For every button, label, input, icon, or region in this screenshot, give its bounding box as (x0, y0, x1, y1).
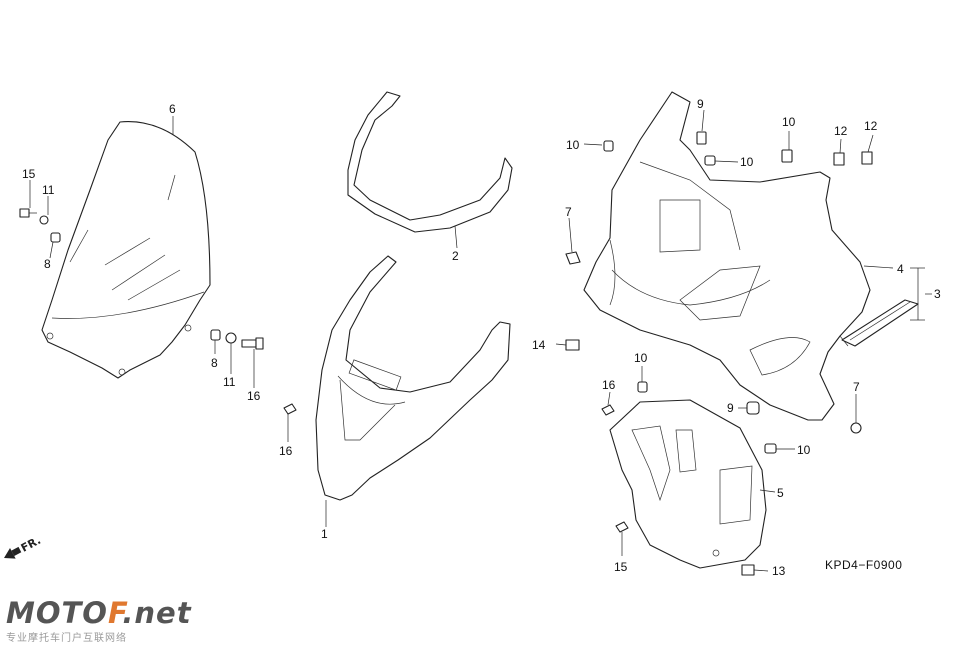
callout-13: 13 (772, 564, 786, 578)
callout-14: 14 (532, 338, 546, 352)
windscreen-part (41, 121, 211, 379)
leader-lines (29, 109, 932, 572)
callout-5: 5 (777, 486, 784, 500)
callout-10: 10 (740, 155, 754, 169)
clip-10-a (603, 140, 614, 152)
watermark-brand-main: MOTO (6, 596, 108, 630)
callout-16: 15 (614, 560, 628, 574)
watermark-brand-suffix: .net (122, 596, 192, 630)
callout-10: 10 (797, 443, 811, 457)
fr-label: FR. (19, 534, 43, 555)
front-cowl-part (315, 255, 511, 501)
callout-labels: 6 15 11 8 8 11 16 2 1 16 10 9 10 10 12 1… (22, 97, 941, 578)
callout-10: 10 (782, 115, 796, 129)
stay-bracket-part (347, 91, 513, 233)
front-fairing-part (583, 91, 871, 421)
callout-2: 2 (452, 249, 459, 263)
callout-7: 7 (565, 205, 572, 219)
callout-12: 12 (834, 124, 848, 138)
bolt-7-left (565, 251, 581, 265)
callout-9: 9 (727, 401, 734, 415)
bolt-14 (565, 339, 580, 351)
screw-16-b (615, 521, 629, 533)
callout-15: 16 (247, 389, 261, 403)
washer-11-left (39, 215, 49, 225)
washer-11-right (225, 332, 237, 344)
bolt-15-left (19, 208, 37, 218)
screw-16-a (601, 404, 615, 416)
front-direction-marker: FR. (4, 534, 43, 559)
callout-7: 7 (853, 380, 860, 394)
bolt-7-right (850, 422, 862, 434)
grommet-9 (746, 401, 760, 415)
diagram-code: KPD4−F0900 (825, 558, 902, 572)
callout-6: 6 (169, 102, 176, 116)
callout-8: 8 (211, 356, 218, 370)
clip-10-d (781, 149, 793, 163)
callout-8: 8 (44, 257, 51, 271)
nut-12-b (861, 151, 873, 165)
callout-11: 11 (42, 183, 55, 197)
grommet-8-left (50, 232, 61, 243)
callout-11: 11 (223, 375, 236, 389)
callout-10: 10 (634, 351, 648, 365)
clip-10-c (704, 155, 716, 166)
callout-15: 15 (22, 167, 36, 181)
clip-10-e (637, 381, 648, 393)
callout-4: 4 (897, 262, 904, 276)
callout-10: 10 (566, 138, 580, 152)
bolt-15-right (241, 337, 264, 350)
callout-10: 9 (697, 97, 704, 111)
watermark-tagline: 专业摩托车门户互联网络 (6, 633, 127, 644)
clip-10-f (764, 443, 777, 454)
grommet-8-right (210, 329, 221, 341)
screw-16-mid (283, 403, 297, 415)
callout-12: 12 (864, 119, 878, 133)
clip-10-b (696, 131, 707, 145)
callout-16: 16 (602, 378, 616, 392)
watermark: MOTOF.net 专业摩托车门户互联网络 (6, 598, 192, 644)
nut-12-a (833, 152, 845, 166)
inner-cover-part (609, 399, 767, 569)
watermark-brand-accent: F (107, 596, 123, 630)
callout-16: 16 (279, 444, 293, 458)
fastener-13 (741, 564, 755, 576)
watermark-brand: MOTOF.net (6, 598, 192, 628)
callout-3: 3 (934, 287, 941, 301)
callout-1: 1 (321, 527, 328, 541)
